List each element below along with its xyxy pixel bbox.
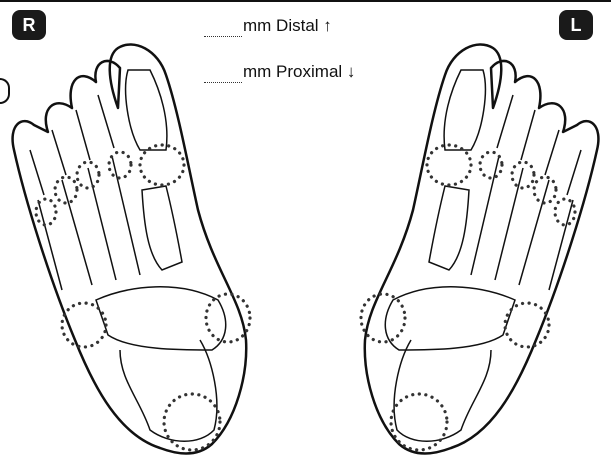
left-fourth-toe-joint-marker: [534, 177, 556, 203]
right-third-toe-joint-marker: [77, 162, 99, 188]
right-fifth-toe-joint-marker: [36, 199, 56, 225]
right-calcaneus-heel-marker: [164, 394, 220, 450]
left-navicular-tuberosity-marker: [361, 294, 405, 342]
right-second-toe-joint-marker: [109, 152, 131, 178]
left-calcaneus-heel-marker: [391, 394, 447, 450]
right-foot-skeleton-icon: [13, 44, 247, 453]
right-fourth-toe-joint-marker: [55, 177, 77, 203]
left-third-toe-joint-marker: [512, 162, 534, 188]
left-second-toe-joint-marker: [480, 152, 502, 178]
right-navicular-tuberosity-marker: [206, 294, 250, 342]
right-hallux-mtp-joint-marker: [140, 145, 184, 185]
left-hallux-mtp-joint-marker: [427, 145, 471, 185]
left-foot-skeleton-icon: [365, 44, 599, 453]
